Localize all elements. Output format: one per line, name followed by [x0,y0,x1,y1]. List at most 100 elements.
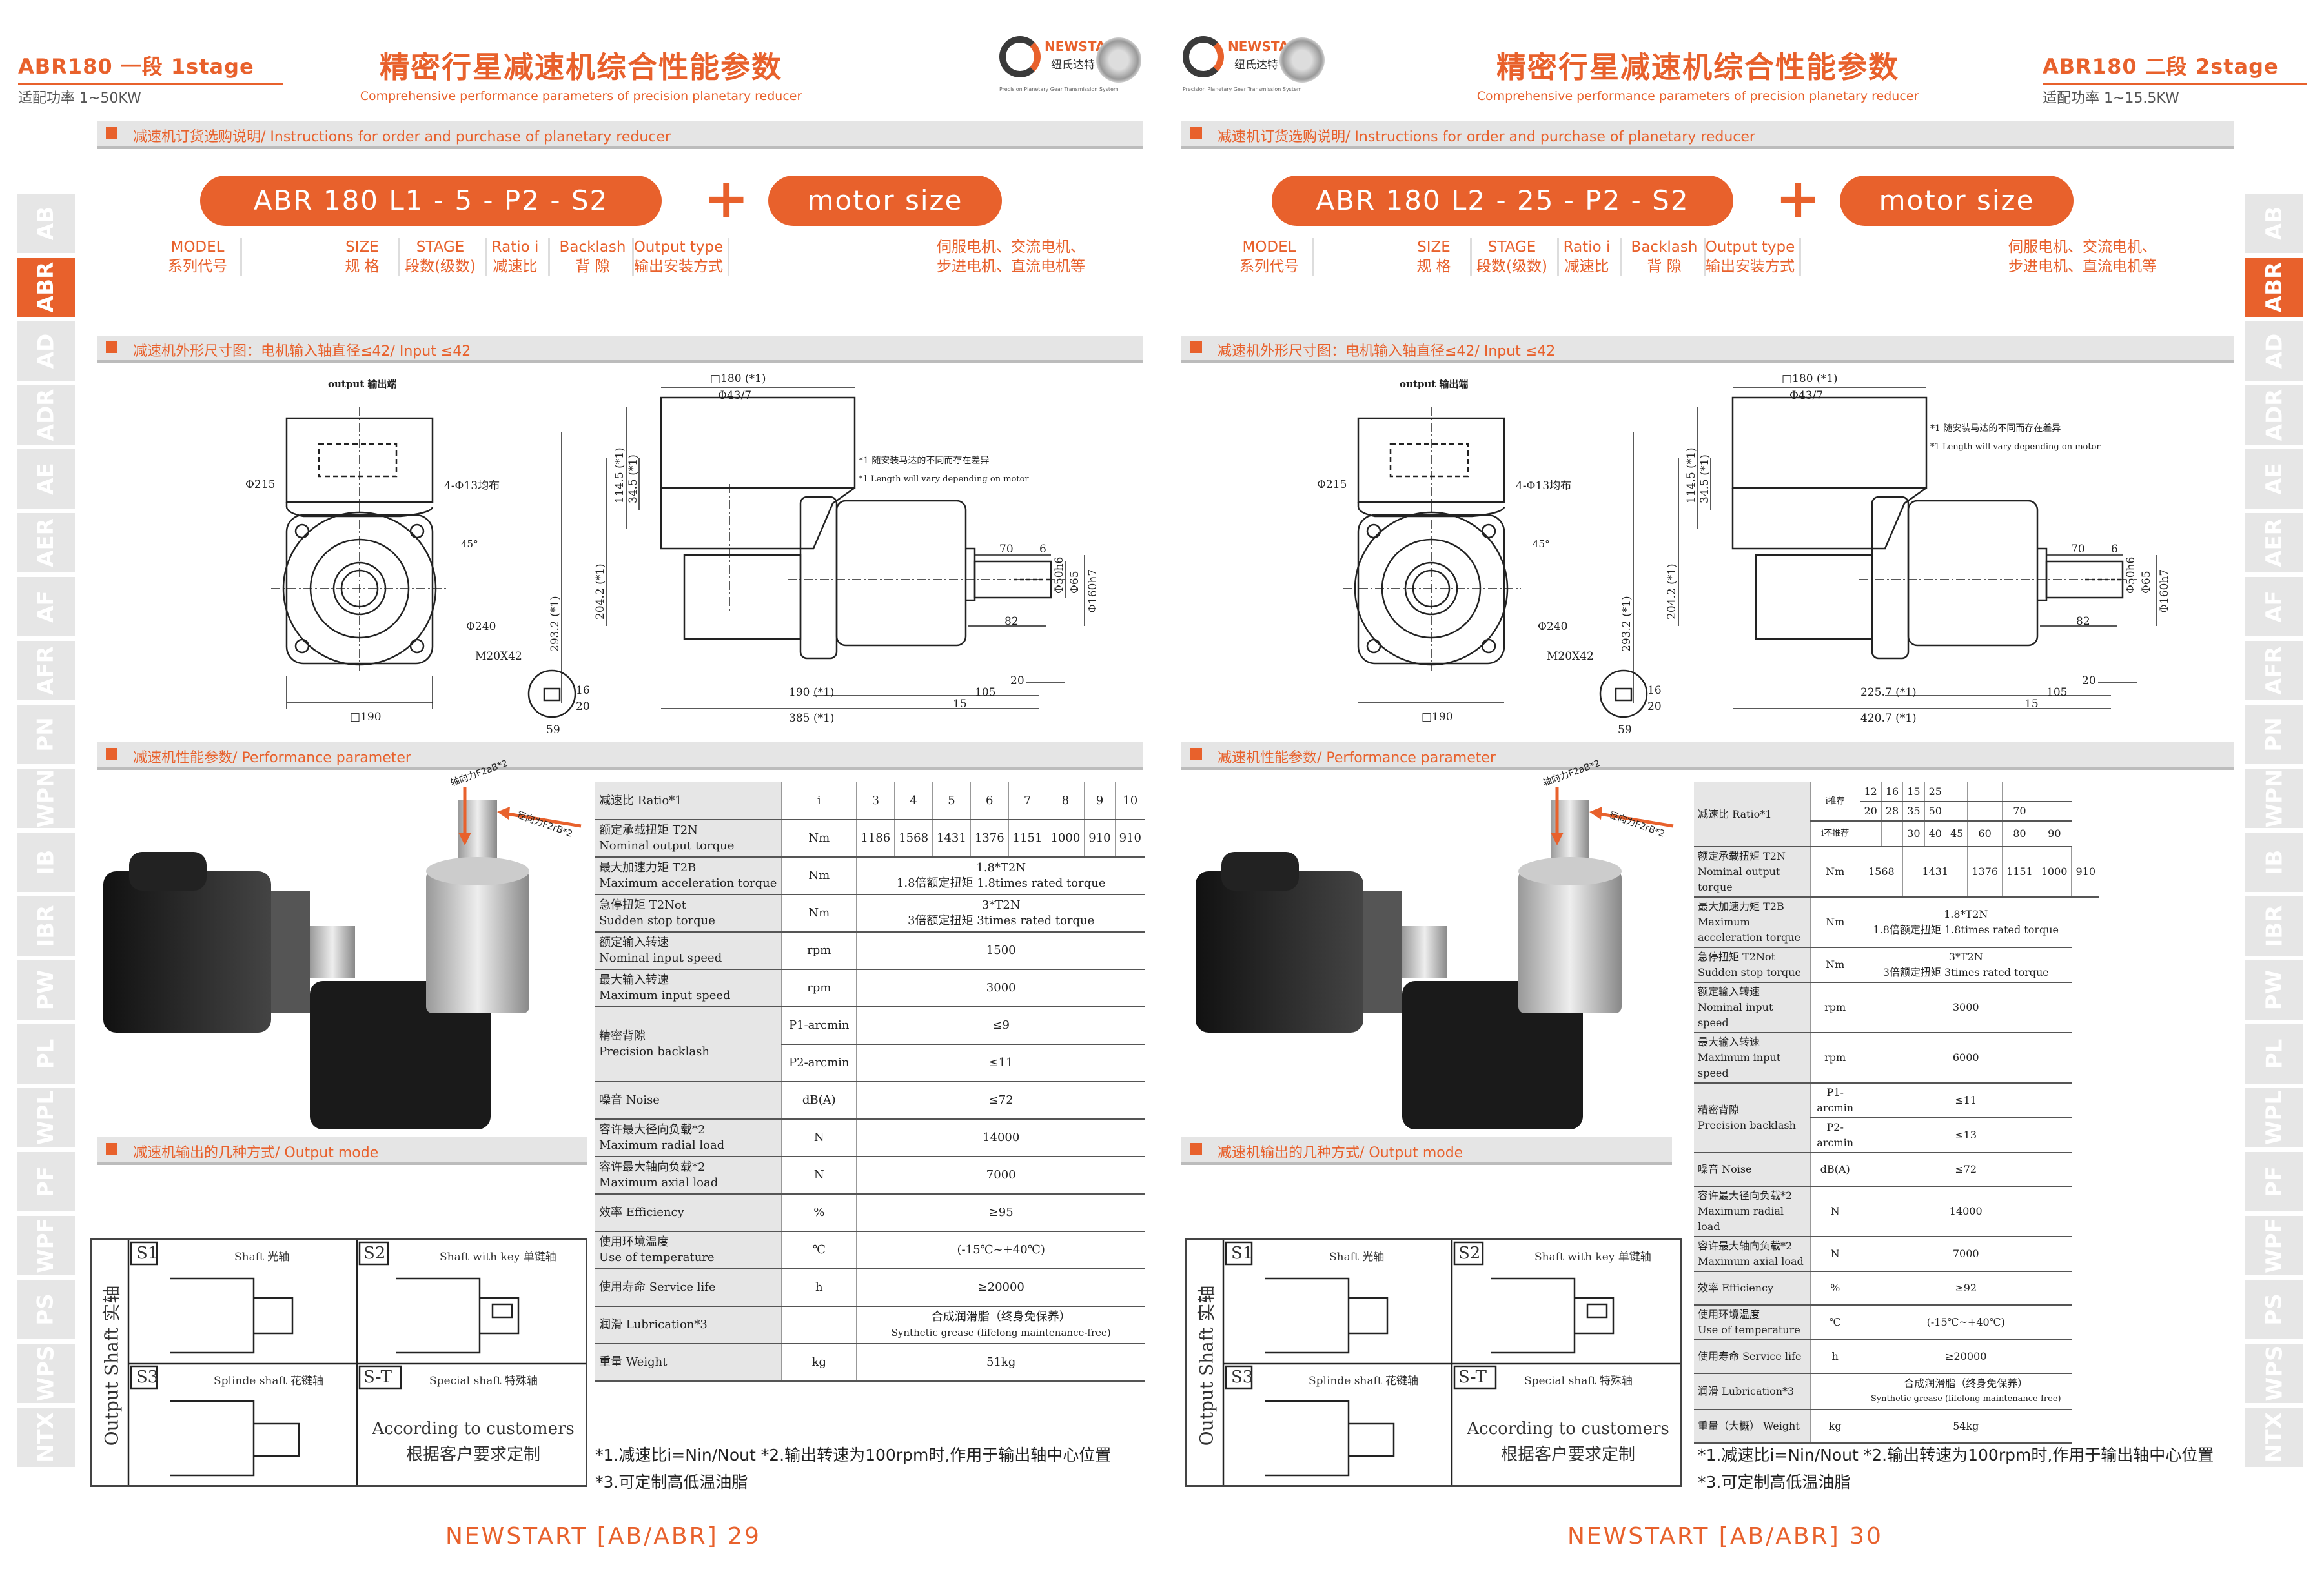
section-square-icon [106,127,117,139]
side-tab-pl[interactable]: PL [2245,1024,2303,1088]
side-tab-ibr[interactable]: IBR [2245,896,2303,960]
drawing-dim437: Φ43/7 [1789,389,1823,402]
side-tab-ib[interactable]: IB [2245,833,2303,896]
brand-name-cn: 纽氏达特 [1234,59,1278,72]
stage-title: ABR180 一段 1stage [18,54,254,79]
side-tab-pn[interactable]: PN [2245,705,2303,769]
side-tab-pf[interactable]: PF [17,1152,75,1216]
side-tab-afr[interactable]: AFR [2245,641,2303,705]
ratio-label: 减速比 Ratio*1 [1694,782,1811,847]
side-tab-pn[interactable]: PN [17,705,75,769]
section-order: 减速机订货选购说明/ Instructions for order and pu… [1181,121,2234,149]
side-tab-afr[interactable]: AFR [17,641,75,705]
footnote-1: *1.减速比i=Nin/Nout *2.输出转速为100rpm时,作用于输出轴中… [1698,1446,2214,1464]
side-tab-ad[interactable]: AD [2245,321,2303,385]
side-tab-wpl[interactable]: WPL [17,1088,75,1152]
side-tab-ab[interactable]: AB [17,194,75,258]
drawing-dim160: Φ160h7 [1086,569,1099,613]
table-row: 润滑 Lubrication*3 合成润滑脂（终身免保养）Synthetic g… [1694,1373,2099,1410]
side-tab-ae[interactable]: AE [17,449,75,513]
table-row: 噪音 Noise dB(A) ≤72 [595,1082,1145,1120]
drawing-dim15: 15 [2024,698,2039,711]
drawing-45deg: 45° [461,538,478,550]
custom-en: According to customers [372,1419,575,1439]
side-tab-ps[interactable]: PS [2245,1280,2303,1344]
product-photo: 轴向力F2aB*2 径向力F2rB*2 [103,758,582,1129]
side-tab-ntx[interactable]: NTX [17,1408,75,1471]
side-tab-ntx[interactable]: NTX [2245,1408,2303,1471]
side-tab-ab[interactable]: AB [2245,194,2303,258]
drawing-h345: 34.5 (*1) [627,454,640,503]
drawing-d240: Φ240 [466,620,496,633]
s2-text: Shaft with key 单键轴 [440,1251,556,1264]
section-square-icon [106,341,117,353]
title-en: Comprehensive performance parameters of … [360,89,802,103]
side-tab-pw[interactable]: PW [17,960,75,1024]
side-tab-pl[interactable]: PL [17,1024,75,1088]
side-tab-wpl[interactable]: WPL [2245,1088,2303,1152]
drawing-holes: 4-Φ13均布 [1516,480,1571,492]
gear-icon [1096,37,1141,83]
drawing-dim105: 105 [975,686,995,699]
side-tab-abr[interactable]: ABR [17,258,75,321]
st-text: Special shaft 特殊轴 [1524,1375,1633,1388]
table-row: 使用寿命 Service life h ≥20000 [1694,1340,2099,1374]
side-tab-wps[interactable]: WPS [2245,1344,2303,1408]
drawing-note-en: *1 Length will vary depending on motor [859,474,1029,484]
page-footer: NEWSTART [AB/ABR] 29 [445,1523,761,1550]
motor-size-pill: motor size [768,176,1002,226]
table-cell: 5 [932,782,971,820]
performance-table: 减速比 Ratio*1 i推荐 12 16 15 25 20 28 35 50 … [1694,782,2099,1444]
catalog-page-right: NEWSTART 纽氏达特 Precision Planetary Gear T… [1162,0,2324,1587]
section-output: 减速机输出的几种方式/ Output mode [97,1137,587,1165]
title-en: Comprehensive performance parameters of … [1476,89,1919,103]
side-tab-ib[interactable]: IB [17,833,75,896]
st-text: Special shaft 特殊轴 [429,1375,538,1388]
table-cell: 10 [1115,782,1145,820]
section-title: 减速机订货选购说明/ Instructions for order and pu… [1218,129,1755,145]
side-tab-aer[interactable]: AER [2245,513,2303,577]
footnote-1: *1.减速比i=Nin/Nout *2.输出转速为100rpm时,作用于输出轴中… [595,1446,1112,1464]
side-tab-pf[interactable]: PF [2245,1152,2303,1216]
page-title: 精密行星减速机综合性能参数 Comprehensive performance … [355,44,807,103]
section-title: 减速机订货选购说明/ Instructions for order and pu… [133,129,671,145]
side-tab-pw[interactable]: PW [2245,960,2303,1024]
section-dims: 减速机外形尺寸图：电机输入轴直径≤42/ Input ≤42 [1181,336,2234,363]
drawing-dim82: 82 [1004,615,1019,628]
drawing-dim20b: 20 [2082,674,2096,687]
stage-underline [18,83,283,85]
side-tab-wpn[interactable]: WPN [2245,769,2303,833]
side-tab-adr[interactable]: ADR [2245,385,2303,449]
section-title: 减速机外形尺寸图：电机输入轴直径≤42/ Input ≤42 [133,343,471,359]
footnote-2: *3.可定制高低温油脂 [1698,1473,1851,1491]
side-tab-wpn[interactable]: WPN [17,769,75,833]
custom-cn: 根据客户要求定制 [1500,1445,1635,1464]
table-row: 重量（大概） Weight kg 54kg [1694,1410,2099,1444]
side-tab-af[interactable]: AF [17,577,75,641]
stage-header: ABR180 二段 2stage 适配功率 1~15.5KW [2043,50,2307,107]
side-tab-wpf[interactable]: WPF [17,1216,75,1280]
side-tab-adr[interactable]: ADR [17,385,75,449]
custom-en: According to customers [1467,1419,1669,1439]
drawing-thread: M20X42 [1547,650,1594,663]
drawing-len1: 225.7 (*1) [1860,686,1917,699]
page-title: 精密行星减速机综合性能参数 Comprehensive performance … [1472,44,1924,103]
side-tab-ps[interactable]: PS [17,1280,75,1344]
side-tab-ae[interactable]: AE [2245,449,2303,513]
side-tab-ibr[interactable]: IBR [17,896,75,960]
side-tab-aer[interactable]: AER [17,513,75,577]
side-tab-ad[interactable]: AD [17,321,75,385]
side-tab-wpf[interactable]: WPF [2245,1216,2303,1280]
plus-icon: + [704,167,749,230]
side-tab-wps[interactable]: WPS [17,1344,75,1408]
ratio-label: 减速比 Ratio*1 [595,782,782,820]
side-tab-abr[interactable]: ABR [2245,258,2303,321]
side-tab-af[interactable]: AF [2245,577,2303,641]
